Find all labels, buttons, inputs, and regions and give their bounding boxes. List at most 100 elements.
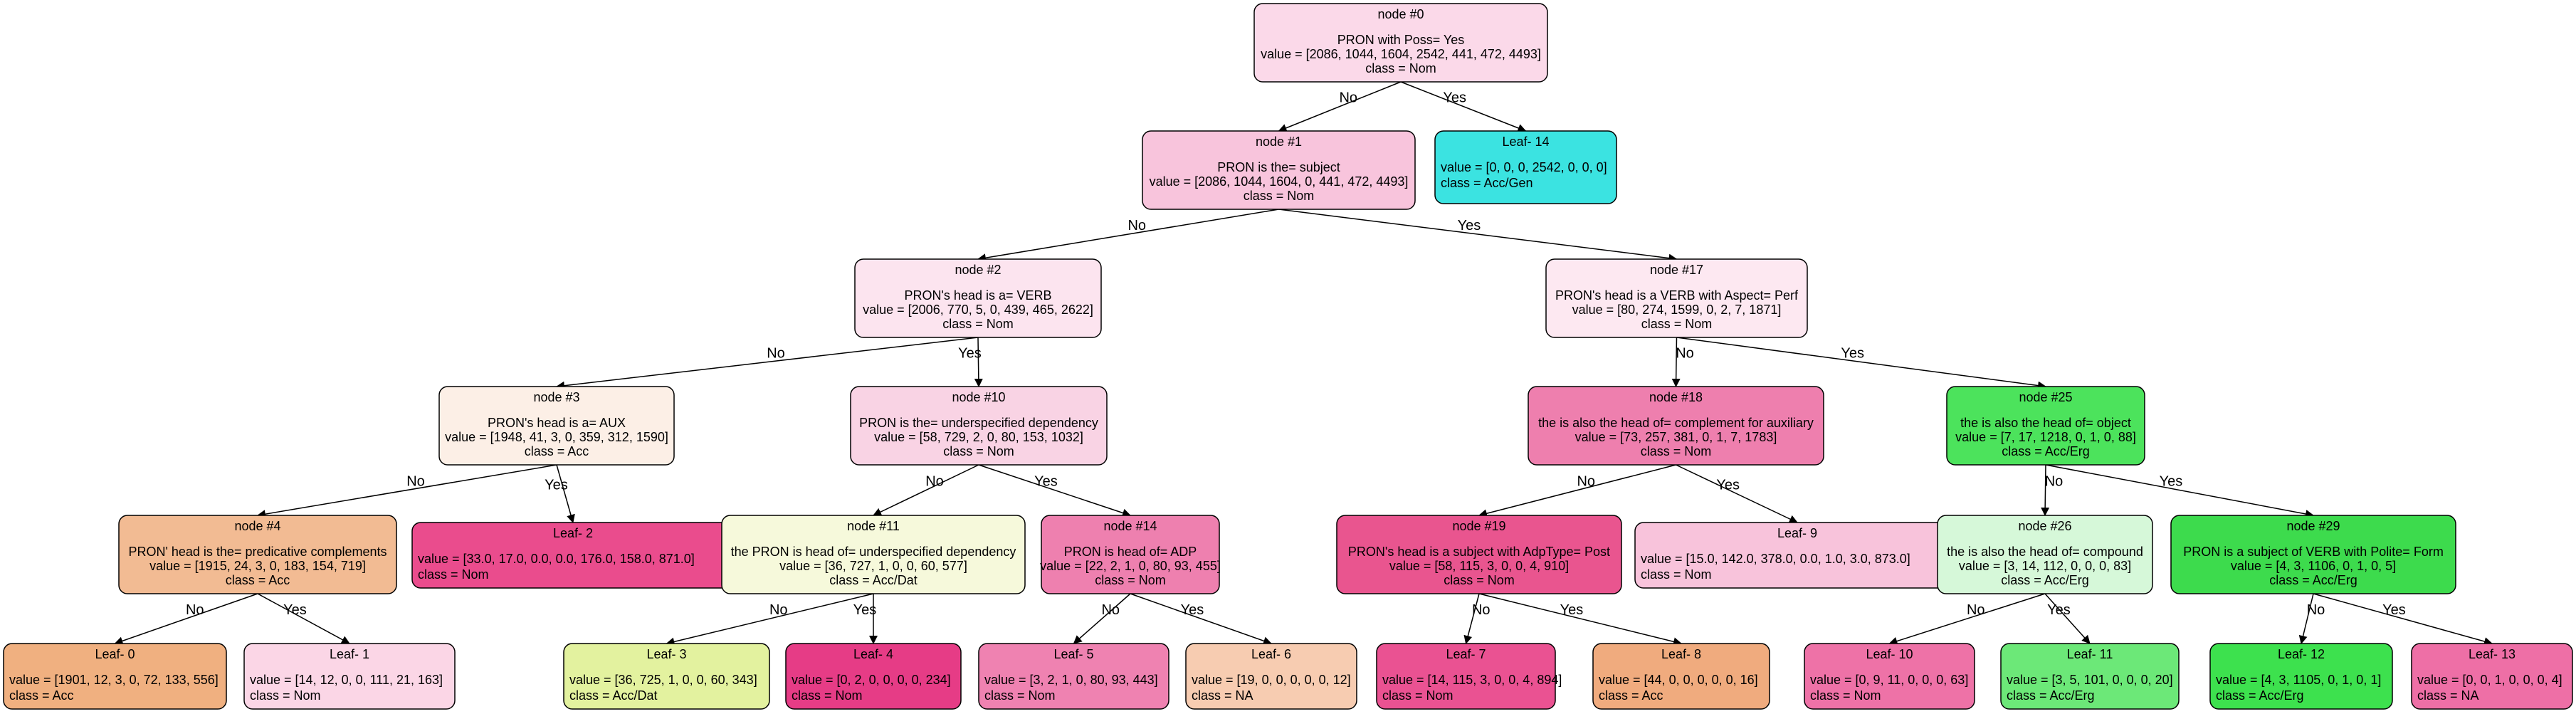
node-line: class = Acc/Erg [2007,688,2095,703]
node-title: node #10 [952,390,1005,404]
node-box [2170,515,2456,594]
edge-label: Yes [958,346,982,362]
edge-n11-n3l [666,593,874,646]
edge-n4-n0l [114,593,258,646]
node-title: Leaf- 10 [1866,647,1913,661]
edge-n25-n26 [2041,464,2050,516]
node-title: Leaf- 7 [1446,647,1486,661]
edge-n1-n2 [977,209,1279,263]
edge-label: No [1967,602,1985,618]
node-line: class = Nom [943,444,1014,458]
node-box [243,643,456,710]
node-title: Leaf- 11 [2067,647,2113,661]
node-line: class = Acc/Erg [2216,688,2304,703]
node-line: value = [44, 0, 0, 0, 0, 0, 16] [1599,673,1758,687]
node-line: class = Nom [250,688,321,703]
node-title: Leaf- 3 [646,647,686,661]
node-line: class = Nom [792,688,863,703]
node-line: value = [36, 727, 1, 0, 0, 60, 577] [779,559,967,573]
node-line: class = Acc [1599,688,1663,703]
node-title: node #25 [2019,390,2072,404]
node-title: node #0 [1377,7,1424,21]
node-box [978,643,1169,710]
node-box [854,258,1102,338]
edge-n3-n2l [556,464,575,523]
edge-label: No [767,346,785,362]
node-title: node #19 [1452,519,1505,533]
tree-node-n3l: Leaf- 3 value = [36, 725, 1, 0, 0, 60, 34… [563,643,770,710]
node-line: PRON's head is a= VERB [904,288,1051,303]
node-line: PRON is a subject of VERB with Polite= F… [2183,545,2444,559]
node-title: node #3 [533,390,579,404]
node-box [1946,386,2145,466]
node-box [850,386,1108,466]
node-line: class = Acc/Dat [829,573,918,587]
edge-label: Yes [853,602,877,618]
node-title: Leaf- 4 [853,647,893,661]
node-line: value = [36, 725, 1, 0, 0, 60, 343] [569,673,757,687]
edge-label: Yes [1034,474,1058,490]
node-line: value = [73, 257, 381, 0, 1, 7, 1783] [1575,430,1777,444]
node-line: value = [3, 5, 101, 0, 0, 0, 20] [2007,673,2173,687]
edge-n0-n1 [1278,81,1402,132]
node-title: node #1 [1256,135,1302,149]
edge-label: Yes [1716,478,1740,493]
tree-node-n7l: Leaf- 7 value = [14, 115, 3, 0, 0, 4, 894… [1376,643,1562,710]
node-line: the is also the head of= compound [1947,545,2143,559]
edge-n10-n14b [978,464,1131,518]
node-line: value = [7, 17, 1218, 0, 1, 0, 88] [1955,430,2136,444]
tree-node-n8l: Leaf- 8 value = [44, 0, 0, 0, 0, 0, 16]cl… [1592,643,1770,710]
node-title: Leaf- 1 [330,647,369,661]
node-line: value = [14, 115, 3, 0, 0, 4, 894] [1382,673,1562,687]
node-line: value = [3, 2, 1, 0, 80, 93, 443] [984,673,1158,687]
node-title: Leaf- 14 [1502,135,1549,149]
node-title: Leaf- 12 [2278,647,2325,661]
tree-node-n11: node #11 the PRON is head of= underspecif… [721,515,1026,594]
node-line: value = [2006, 770, 5, 0, 439, 465, 2622… [863,303,1093,317]
edge-n14b-n6l [1130,593,1272,645]
edge-label: Yes [2160,474,2183,490]
edge-label: No [1127,218,1146,233]
edge-n2-n3 [556,337,979,390]
edge-label: Yes [2382,602,2406,618]
node-line: value = [0, 9, 11, 0, 0, 0, 63] [1810,673,1968,687]
node-line: class = Nom [984,688,1056,703]
edge-n0-n14 [1400,81,1527,132]
node-title: Leaf- 8 [1661,647,1701,661]
edge-label: Yes [1458,218,1481,233]
node-line: value = [1948, 41, 3, 0, 359, 312, 1590] [445,430,668,444]
tree-node-n11l: Leaf- 11 value = [3, 5, 101, 0, 0, 0, 20]… [2000,643,2180,710]
node-title: node #29 [2286,519,2340,533]
node-line: value = [19, 0, 0, 0, 0, 0, 12] [1192,673,1351,687]
node-line: PRON with Poss= Yes [1337,33,1465,47]
edge-label: No [406,474,425,490]
node-box [1041,515,1220,594]
node-box [1804,643,1975,710]
node-line: the PRON is head of= underspecified depe… [731,545,1016,559]
edge-n26-n10l [1888,593,2046,646]
node-line: class = Acc [9,688,74,703]
edge-label: Yes [545,478,568,493]
node-line: value = [33.0, 17.0, 0.0, 0.0, 176.0, 15… [418,552,695,566]
edge-label: No [2045,474,2064,490]
node-title: node #4 [234,519,280,533]
node-line: class = Acc/Gen [1441,176,1533,190]
edge-label: Yes [1443,90,1466,106]
node-line: class = Acc/Dat [569,688,658,703]
node-box [1592,643,1770,710]
node-box [1434,130,1617,204]
node-title: Leaf- 0 [95,647,135,661]
node-title: node #11 [847,519,900,533]
node-line: class = Nom [942,317,1014,331]
